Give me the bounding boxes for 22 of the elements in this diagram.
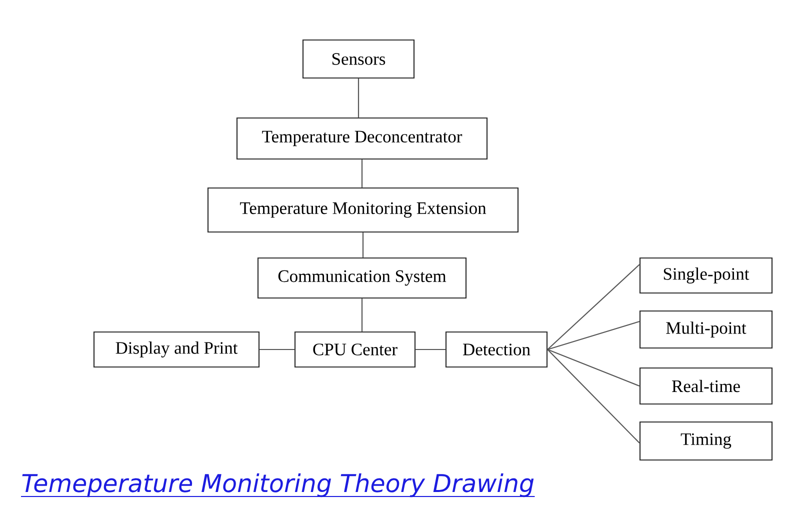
process-box: Real-time	[639, 367, 773, 405]
connector-line	[547, 349, 640, 444]
connector-line	[547, 264, 640, 350]
process-box: Display and Print	[93, 331, 260, 368]
connector-line	[416, 348, 446, 350]
connector-line	[361, 160, 363, 188]
connector-line	[361, 298, 363, 332]
process-box: Temperature Monitoring Extension	[207, 187, 519, 233]
connector-line	[547, 348, 640, 386]
process-box: Multi-point	[639, 310, 773, 349]
process-box: Detection	[445, 331, 548, 368]
process-box: Timing	[639, 421, 773, 461]
connector-line	[358, 78, 360, 118]
connector-line	[547, 320, 640, 350]
connector-line	[260, 348, 294, 350]
process-box: Single-point	[639, 257, 773, 294]
process-box: Temperature Deconcentrator	[236, 117, 488, 160]
process-box: CPU Center	[294, 331, 416, 368]
caption: Temeperature Monitoring Theory Drawing	[21, 473, 535, 498]
process-box: Sensors	[302, 39, 415, 79]
process-box: Communication System	[257, 257, 467, 299]
connector-line	[362, 232, 364, 258]
